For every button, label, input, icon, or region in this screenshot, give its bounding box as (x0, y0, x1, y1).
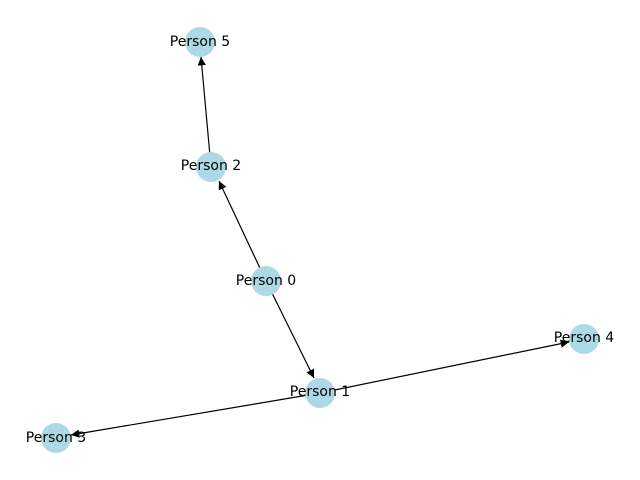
node-person-3[interactable]: Person 3 (26, 423, 86, 453)
node-label: Person 0 (236, 273, 296, 289)
node-person-5[interactable]: Person 5 (170, 27, 230, 57)
node-person-4[interactable]: Person 4 (554, 324, 614, 354)
edge-person0-person2 (218, 180, 267, 282)
node-circle (251, 266, 281, 296)
edge-person1-person3 (70, 392, 321, 438)
node-label: Person 1 (290, 384, 350, 400)
node-label: Person 5 (170, 34, 230, 50)
node-person-1[interactable]: Person 1 (290, 378, 350, 408)
node-circle (41, 423, 71, 453)
node-circle (305, 378, 335, 408)
edge-person2-person5 (197, 56, 212, 168)
node-circle (185, 27, 215, 57)
node-label: Person 4 (554, 330, 614, 346)
edge-person0-person1 (265, 280, 315, 379)
edges-layer (70, 56, 570, 438)
node-label: Person 3 (26, 430, 86, 446)
node-circle (569, 324, 599, 354)
node-label: Person 2 (181, 158, 241, 174)
nodes-layer: Person 0 Person 1 Person 2 Person 3 Pers… (26, 27, 614, 453)
node-circle (196, 152, 226, 182)
edge-person1-person4 (319, 339, 570, 394)
node-person-0[interactable]: Person 0 (236, 266, 296, 296)
node-person-2[interactable]: Person 2 (181, 152, 241, 182)
